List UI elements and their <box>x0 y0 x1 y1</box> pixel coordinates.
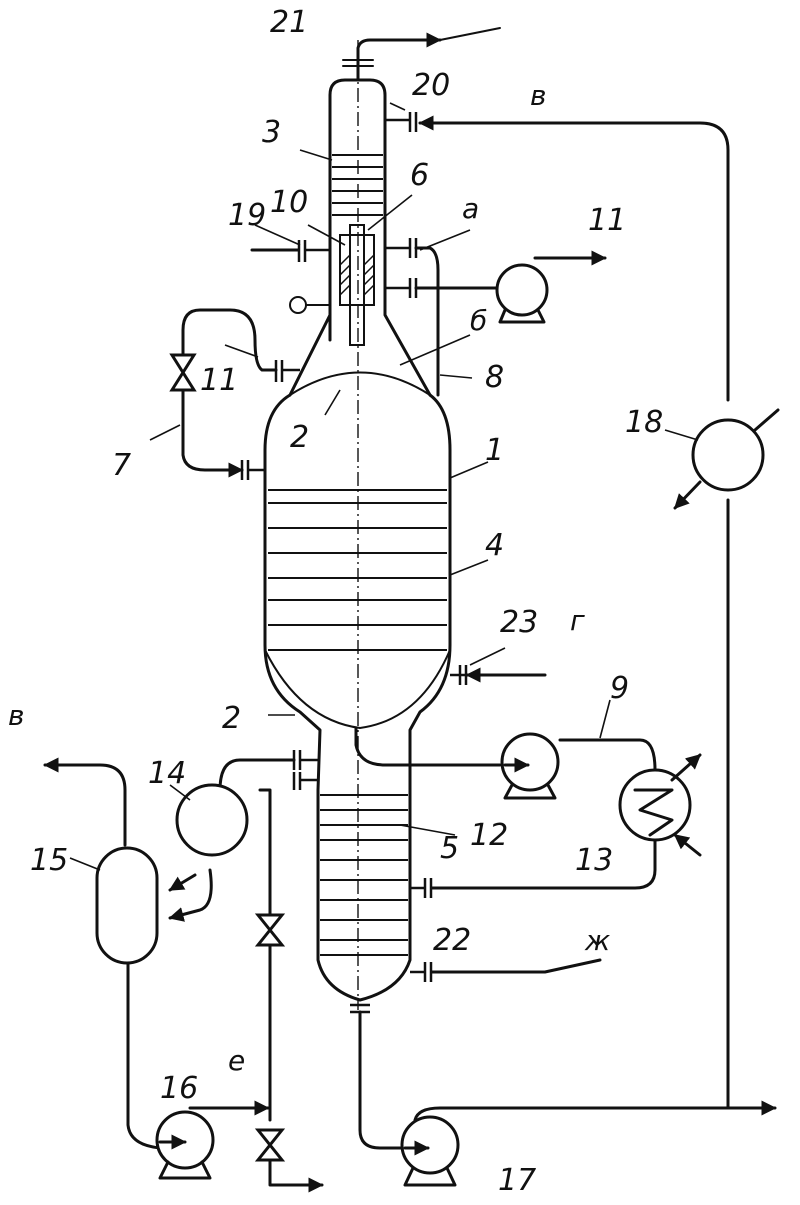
loop-7-upper <box>183 310 276 370</box>
level-float <box>290 297 306 313</box>
stream-label-v-top: в <box>530 79 547 112</box>
label-20: 20 <box>412 68 450 103</box>
valve-icon <box>258 915 282 945</box>
label-1: 1 <box>485 433 504 468</box>
pump-12 <box>502 734 558 798</box>
hatched-packing <box>340 255 374 295</box>
bottom-section-shell <box>318 790 410 1000</box>
machine-icon <box>693 420 763 490</box>
pump-icon <box>497 265 547 315</box>
pump-icon <box>157 1112 213 1168</box>
nozzles <box>242 112 466 1012</box>
pump-17-outlet <box>415 1108 775 1120</box>
loop-7-lower <box>183 390 242 470</box>
heat-exchanger-13 <box>620 755 700 855</box>
stream-label-b: б <box>470 304 487 337</box>
stream-label-zh: ж <box>584 924 610 957</box>
label-11-pump: 11 <box>588 203 626 238</box>
label-17: 17 <box>498 1163 536 1198</box>
distillation-column <box>265 28 500 1010</box>
labels: 21 20 3 6 19 10 11 11 8 2 7 18 1 4 23 2 … <box>8 5 663 1198</box>
stream-label-v-left: в <box>8 699 25 732</box>
label-12: 12 <box>470 818 508 853</box>
label-21: 21 <box>270 5 308 40</box>
bottom-trays <box>320 795 408 955</box>
label-16: 16 <box>160 1071 198 1106</box>
label-13: 13 <box>575 843 613 878</box>
label-7: 7 <box>112 448 131 483</box>
label-14: 14 <box>148 756 186 791</box>
pump-17 <box>402 1117 458 1185</box>
stream-v-left <box>45 765 125 845</box>
valve-11 <box>172 355 194 390</box>
label-18: 18 <box>625 405 663 440</box>
line-from-column-low <box>260 790 270 1120</box>
pump-16 <box>157 1112 213 1178</box>
label-19: 19 <box>228 198 266 233</box>
line-15-to-16 <box>128 960 160 1148</box>
separator-15 <box>97 848 157 963</box>
separator-icon <box>97 848 157 963</box>
label-5: 5 <box>440 831 459 866</box>
valve-icon <box>258 1130 282 1160</box>
label-4: 4 <box>485 528 504 563</box>
upper-partition <box>290 373 430 396</box>
pump-icon <box>402 1117 458 1173</box>
reflux-line-v <box>420 123 728 400</box>
arrow-14-out <box>170 875 195 890</box>
label-22: 22 <box>433 923 471 958</box>
label-6: 6 <box>410 158 429 193</box>
drain-line <box>270 1160 322 1185</box>
label-3: 3 <box>262 115 281 150</box>
label-10: 10 <box>270 185 308 220</box>
pipe-to-pump-12 <box>356 728 500 765</box>
label-9: 9 <box>610 671 629 706</box>
line-9 <box>560 740 655 770</box>
label-2-lower: 2 <box>222 701 241 736</box>
inner-pipe <box>350 225 364 345</box>
valve-icon <box>172 355 194 390</box>
heat-exchanger-icon <box>620 770 690 840</box>
bottoms-to-pump-17 <box>360 1012 402 1148</box>
pump-11 <box>497 265 547 322</box>
label-8: 8 <box>485 360 504 395</box>
pump-icon <box>502 734 558 790</box>
vessel-14 <box>177 785 247 855</box>
stream-label-a: а <box>462 192 479 225</box>
stream-zh-line <box>432 960 600 972</box>
stream-label-g: г <box>570 604 585 637</box>
label-23: 23 <box>500 605 538 640</box>
label-11-valve: 11 <box>200 363 238 398</box>
stream-label-e: е <box>228 1044 245 1077</box>
valve-left-upper <box>258 915 282 945</box>
line-to-14 <box>220 760 294 790</box>
label-15: 15 <box>30 843 68 878</box>
vessel-14-icon <box>177 785 247 855</box>
compressor-18 <box>675 410 778 508</box>
valve-left-lower <box>258 1130 282 1160</box>
label-2-upper: 2 <box>290 420 309 455</box>
exchanger-return <box>432 840 655 888</box>
